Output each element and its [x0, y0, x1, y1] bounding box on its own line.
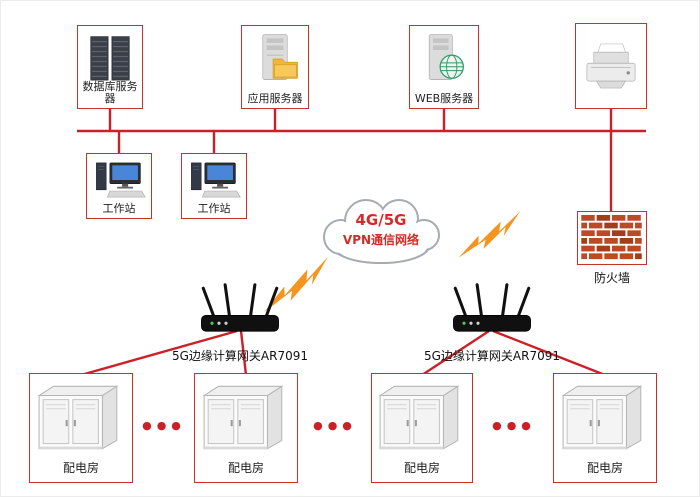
web-server-icon: [428, 34, 464, 80]
cloud-icon: [323, 199, 440, 264]
gateway-label: 5G边缘计算网关AR7091: [423, 349, 561, 363]
gateway-router-2: [448, 283, 536, 343]
node-label: 配电房: [586, 461, 623, 475]
firewall-brick-icon: [580, 214, 644, 262]
cloud-network-type: 4G/5G: [355, 211, 407, 229]
ellipsis-dots: ●●●: [492, 419, 536, 432]
firewall-label: 防火墙: [593, 271, 630, 285]
power-cabinet-icon: [561, 385, 643, 450]
gateway-label: 5G边缘计算网关AR7091: [171, 349, 309, 363]
node-label: 配电房: [62, 461, 99, 475]
power-cabinet-icon: [378, 385, 460, 450]
database-server-icon: [90, 36, 130, 81]
router-icon: [453, 283, 531, 332]
node-workstation-1: 工作站: [86, 153, 152, 219]
node-label: 数据库服务器: [82, 79, 138, 105]
lightning-bolt-icon: [458, 211, 521, 258]
node-label: 工作站: [102, 201, 136, 215]
router-icon: [201, 283, 279, 332]
printer-icon: [586, 43, 636, 89]
node-distribution-room-3: 配电房: [371, 373, 473, 483]
node-label: 配电房: [227, 461, 264, 475]
node-web-server: WEB服务器: [409, 25, 479, 109]
node-label: 配电房: [403, 461, 440, 475]
node-distribution-room-4: 配电房: [553, 373, 657, 483]
node-database-server: 数据库服务器: [77, 25, 143, 109]
node-workstation-2: 工作站: [181, 153, 247, 219]
node-label: WEB服务器: [414, 91, 474, 105]
vpn-cloud: 4G/5G VPN通信网络: [311, 191, 451, 269]
node-distribution-room-2: 配电房: [194, 373, 298, 483]
node-printer: [575, 23, 647, 109]
application-server-icon: [262, 34, 298, 80]
lightning-bolt-icon: [263, 256, 328, 313]
ellipsis-dots: ●●●: [313, 419, 357, 432]
red-connector-lines: [77, 109, 646, 377]
ellipsis-dots: ●●●: [142, 419, 186, 432]
node-label: 应用服务器: [247, 91, 303, 105]
workstation-icon: [96, 162, 146, 198]
cloud-network-name: VPN通信网络: [342, 233, 420, 247]
power-cabinet-icon: [37, 385, 119, 450]
workstation-icon: [191, 162, 241, 198]
node-application-server: 应用服务器: [241, 25, 309, 109]
gateway-router-1: [196, 283, 284, 343]
node-label: 工作站: [197, 201, 231, 215]
node-distribution-room-1: 配电房: [29, 373, 133, 483]
power-cabinet-icon: [202, 385, 284, 450]
lightning-bolts: [263, 211, 521, 313]
node-firewall: [577, 211, 647, 265]
